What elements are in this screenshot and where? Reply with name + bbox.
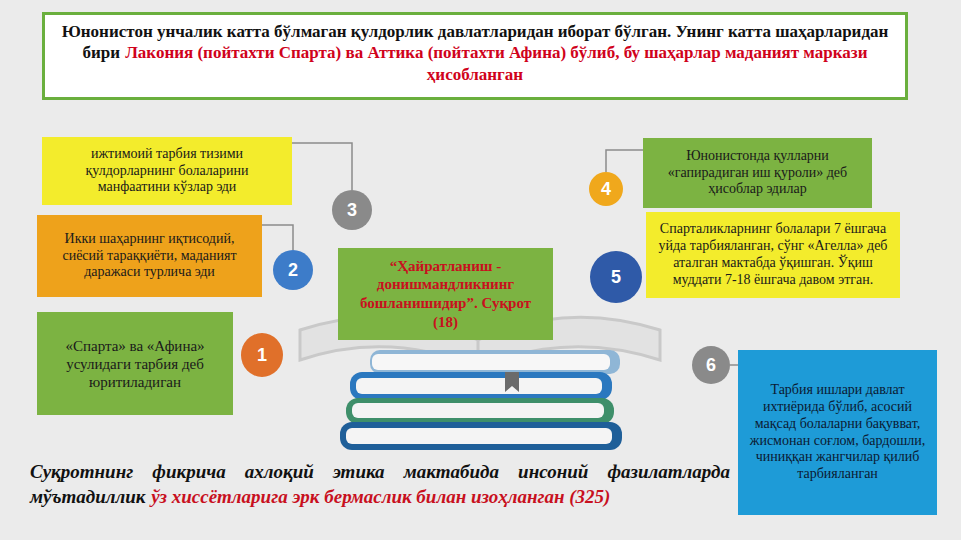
box-text: Юнонистонда қулларни «гапирадиган иш қур… (653, 148, 862, 198)
callout-digit: 6 (706, 355, 716, 376)
title-text: Лакония (пойтахти Спарта) ва Аттика (пой… (125, 43, 867, 83)
callout-number: 5 (590, 251, 642, 303)
box-text: “Ҳайратланиш - донишмандликнинг бошланиш… (350, 257, 541, 332)
quote-box: “Ҳайратланиш - донишмандликнинг бошланиш… (338, 248, 553, 340)
text-box: Спарталикларнинг болалари 7 ёшгача уйда … (646, 212, 900, 298)
callout-number: 1 (241, 333, 283, 377)
callout-number: 6 (692, 346, 730, 384)
text-box: «Спарта» ва «Афина» усулидаги тарбия деб… (37, 312, 233, 415)
caption-text: ўз хиссётларига эрк бермаслик билан изоҳ… (151, 486, 610, 507)
text-box: Тарбия ишлари давлат ихтиёрида бўлиб, ас… (738, 350, 937, 515)
box-text: Икки шаҳарнинг иқтисодий, сиёсий тараққи… (47, 231, 252, 281)
callout-digit: 2 (288, 260, 298, 281)
callout-number: 2 (273, 250, 313, 290)
leader-line (292, 143, 352, 190)
box-text: ижтимоий тарбия тизими қулдорларнинг бол… (52, 146, 282, 196)
box-text: «Спарта» ва «Афина» усулидаги тарбия деб… (47, 337, 223, 391)
callout-digit: 1 (257, 345, 267, 366)
text-box: Юнонистонда қулларни «гапирадиган иш қур… (643, 138, 872, 208)
callout-digit: 4 (601, 179, 611, 200)
text-box: Икки шаҳарнинг иқтисодий, сиёсий тараққи… (37, 215, 262, 297)
text-box: ижтимоий тарбия тизими қулдорларнинг бол… (42, 137, 292, 205)
callout-digit: 5 (611, 267, 621, 288)
book-stack (340, 350, 622, 450)
leader-line (730, 364, 738, 366)
callout-number: 3 (332, 190, 372, 230)
leader-line (606, 150, 643, 172)
callout-digit: 3 (347, 200, 357, 221)
callout-number: 4 (589, 172, 623, 206)
title-box: Юнонистон унчалик катта бўлмаган қулдорл… (42, 12, 908, 100)
leader-line (262, 225, 293, 250)
caption-block: Суқротнинг фикрича ахлоқий этика мактаби… (30, 460, 730, 509)
box-text: Спарталикларнинг болалари 7 ёшгача уйда … (656, 221, 890, 288)
box-text: Тарбия ишлари давлат ихтиёрида бўлиб, ас… (748, 382, 927, 483)
